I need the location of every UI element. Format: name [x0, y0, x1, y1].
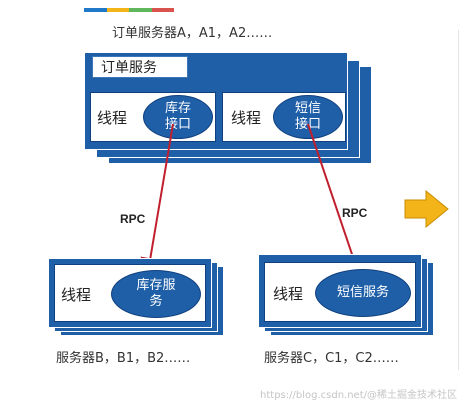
sms-interface-node: 短信 接口 [273, 95, 343, 139]
order-left-thread-panel: 线程 库存 接口 [90, 92, 216, 142]
right-edge-divider [458, 30, 459, 370]
sms-interface-line1: 短信 [294, 101, 321, 116]
order-left-thread-label: 线程 [97, 109, 128, 127]
order-right-thread-label: 线程 [231, 109, 262, 127]
watermark-text: https://blog.csdn.net/@稀土掘金技术社区 [260, 390, 457, 401]
rpc-arrow-right [307, 123, 363, 274]
sms-service-line1: 短信服务 [336, 285, 389, 300]
inventory-service-line2: 务 [149, 294, 163, 309]
sms-service-node: 短信服务 [315, 269, 411, 317]
color-bar-blue [84, 8, 107, 12]
color-bar-red [151, 8, 174, 12]
rpc-label-right: RPC [342, 206, 368, 220]
sms-thread-label: 线程 [273, 285, 304, 303]
inventory-interface-line1: 库存 [164, 101, 191, 116]
rpc-arrow-left [140, 123, 174, 274]
inventory-thread-label: 线程 [61, 286, 92, 304]
rpc-label-left: RPC [120, 212, 146, 226]
inventory-service-node: 库存服 务 [111, 270, 201, 318]
order-right-thread-panel: 线程 短信 接口 [222, 92, 346, 142]
order-service-title: 订单服务 [92, 56, 188, 78]
order-server-caption: 订单服务器A，A1，A2…… [112, 26, 273, 41]
decorative-color-bar [84, 8, 174, 12]
sms-server-caption: 服务器C，C1，C2…… [264, 351, 399, 366]
color-bar-green [129, 8, 152, 12]
sms-thread-panel: 线程 短信服务 [264, 262, 416, 322]
inventory-interface-node: 库存 接口 [143, 95, 213, 139]
next-step-arrow-icon [404, 190, 449, 228]
inventory-server-caption: 服务器B，B1，B2…… [56, 351, 191, 366]
inventory-service-line1: 库存服 [136, 278, 176, 293]
color-bar-yellow [106, 8, 129, 12]
inventory-thread-panel: 线程 库存服 务 [54, 264, 206, 322]
